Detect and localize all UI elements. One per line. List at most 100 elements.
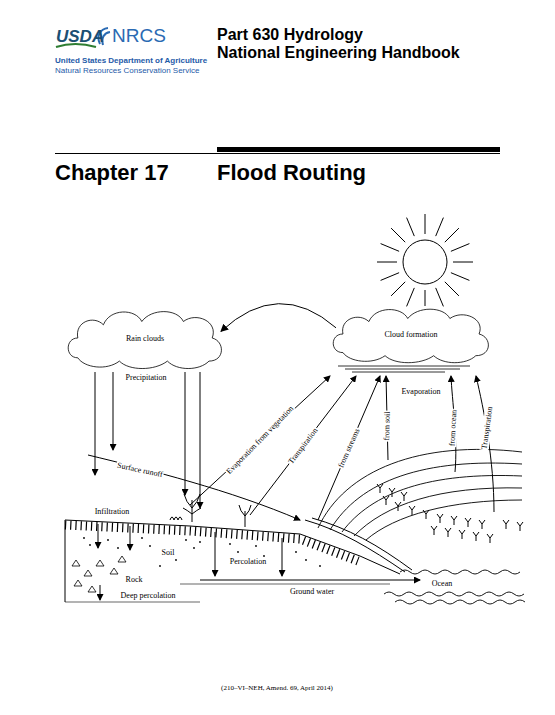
ground-surface bbox=[65, 520, 400, 602]
agency-name: Natural Resources Conservation Service bbox=[55, 66, 200, 75]
soil-dots bbox=[319, 565, 321, 567]
tree-symbols bbox=[465, 518, 471, 527]
tree-symbols bbox=[389, 488, 395, 497]
process-label: Transpiration bbox=[286, 425, 320, 466]
soil-dots bbox=[237, 551, 239, 553]
sun bbox=[436, 218, 444, 237]
infiltration-arrow bbox=[100, 585, 101, 600]
process-label: Precipitation bbox=[125, 373, 168, 382]
tree-symbols bbox=[459, 530, 465, 539]
cloud-text-box: Cloud formation bbox=[384, 330, 437, 339]
soil-dots bbox=[117, 547, 119, 549]
ground-surface bbox=[65, 520, 66, 602]
process-label: Evaporation bbox=[400, 387, 441, 396]
sun bbox=[453, 262, 473, 263]
ground-water-arrow bbox=[200, 580, 420, 581]
handbook-part: Part 630 Hydrology bbox=[217, 26, 363, 44]
tree-symbols bbox=[377, 484, 383, 493]
hill-contours bbox=[318, 449, 522, 540]
chapter-number: Chapter 17 bbox=[55, 160, 169, 185]
rock-symbols bbox=[72, 560, 80, 566]
stream bbox=[305, 518, 412, 572]
hill-contours bbox=[366, 500, 522, 540]
rock-symbols bbox=[88, 586, 96, 592]
infiltration-arrow bbox=[98, 524, 282, 600]
soil-dots bbox=[141, 537, 143, 539]
hill-contours bbox=[318, 449, 522, 528]
zone-label: Soil bbox=[161, 548, 176, 557]
ground-surface bbox=[65, 520, 400, 574]
rock-symbols bbox=[72, 556, 126, 592]
process-label: Percolation bbox=[229, 557, 267, 566]
ground-surface bbox=[65, 525, 358, 561]
zone-label: Ocean bbox=[431, 579, 453, 588]
zone-label: Ground water bbox=[289, 587, 335, 596]
tree-symbols bbox=[431, 526, 437, 535]
rock-symbols bbox=[118, 556, 126, 562]
cloud-streaks bbox=[338, 366, 470, 372]
sun bbox=[391, 228, 405, 242]
infiltration-arrow bbox=[130, 526, 131, 550]
plant-symbol bbox=[170, 517, 182, 520]
process-label: Deep percolation bbox=[120, 591, 177, 600]
sun bbox=[425, 290, 426, 306]
cloud-outline bbox=[68, 312, 221, 369]
evaporation-arrow bbox=[476, 376, 494, 512]
ocean-waves bbox=[384, 592, 524, 596]
process-label: from ocean bbox=[447, 409, 458, 448]
ground-surface bbox=[65, 602, 200, 603]
ocean-waves bbox=[384, 570, 525, 604]
ocean-waves bbox=[400, 570, 520, 574]
agency-name: United States Department of Agriculture bbox=[55, 56, 207, 65]
sun bbox=[403, 240, 447, 284]
sun bbox=[407, 218, 415, 237]
precipitation-arrow bbox=[200, 372, 201, 508]
rock-symbols bbox=[110, 568, 118, 574]
rock-symbols bbox=[84, 570, 92, 576]
soil-dots bbox=[295, 551, 297, 553]
infiltration-arrow bbox=[98, 524, 99, 548]
ocean-waves bbox=[395, 600, 525, 604]
tree-symbols bbox=[401, 492, 407, 501]
process-label: Evaporation from vegetation bbox=[224, 403, 296, 477]
plant-symbol bbox=[183, 494, 201, 522]
tree-symbols bbox=[451, 516, 457, 525]
tree-symbols bbox=[473, 532, 479, 541]
tree-symbols bbox=[487, 534, 493, 543]
cloud-streaks bbox=[345, 369, 460, 370]
sun bbox=[377, 262, 397, 263]
stream bbox=[305, 520, 405, 572]
soil-dots bbox=[193, 547, 195, 549]
tree-symbols bbox=[423, 510, 429, 519]
sun bbox=[377, 214, 473, 306]
hill-contours bbox=[354, 488, 522, 536]
process-label: from soil bbox=[382, 410, 392, 441]
evaporation-arrow bbox=[190, 376, 494, 520]
rock-symbols bbox=[96, 560, 104, 566]
heading-rule bbox=[55, 153, 500, 154]
tree-symbols bbox=[395, 502, 401, 511]
evaporation-arrow bbox=[250, 376, 356, 515]
precipitation-arrow bbox=[113, 372, 114, 450]
sun bbox=[381, 244, 400, 252]
soil-dots bbox=[175, 559, 177, 561]
process-label: Transpiration bbox=[479, 405, 494, 451]
hill-contours bbox=[342, 475, 522, 532]
chapter-title: Flood Routing bbox=[217, 160, 366, 185]
infiltration-arrow bbox=[282, 538, 283, 576]
sun bbox=[445, 228, 459, 242]
water-table-line bbox=[180, 584, 390, 585]
plant-symbol bbox=[170, 494, 251, 527]
precipitation-arrow bbox=[185, 372, 186, 495]
soil-dots bbox=[199, 541, 201, 543]
cloud-outline bbox=[333, 309, 488, 362]
process-label: from streams bbox=[336, 426, 362, 470]
sun bbox=[436, 288, 444, 307]
evaporation-arrow bbox=[190, 376, 330, 505]
heading-bar bbox=[217, 147, 500, 152]
precipitation-arrow bbox=[95, 372, 200, 508]
tree-symbols bbox=[377, 484, 523, 543]
hill-contours bbox=[330, 463, 522, 530]
